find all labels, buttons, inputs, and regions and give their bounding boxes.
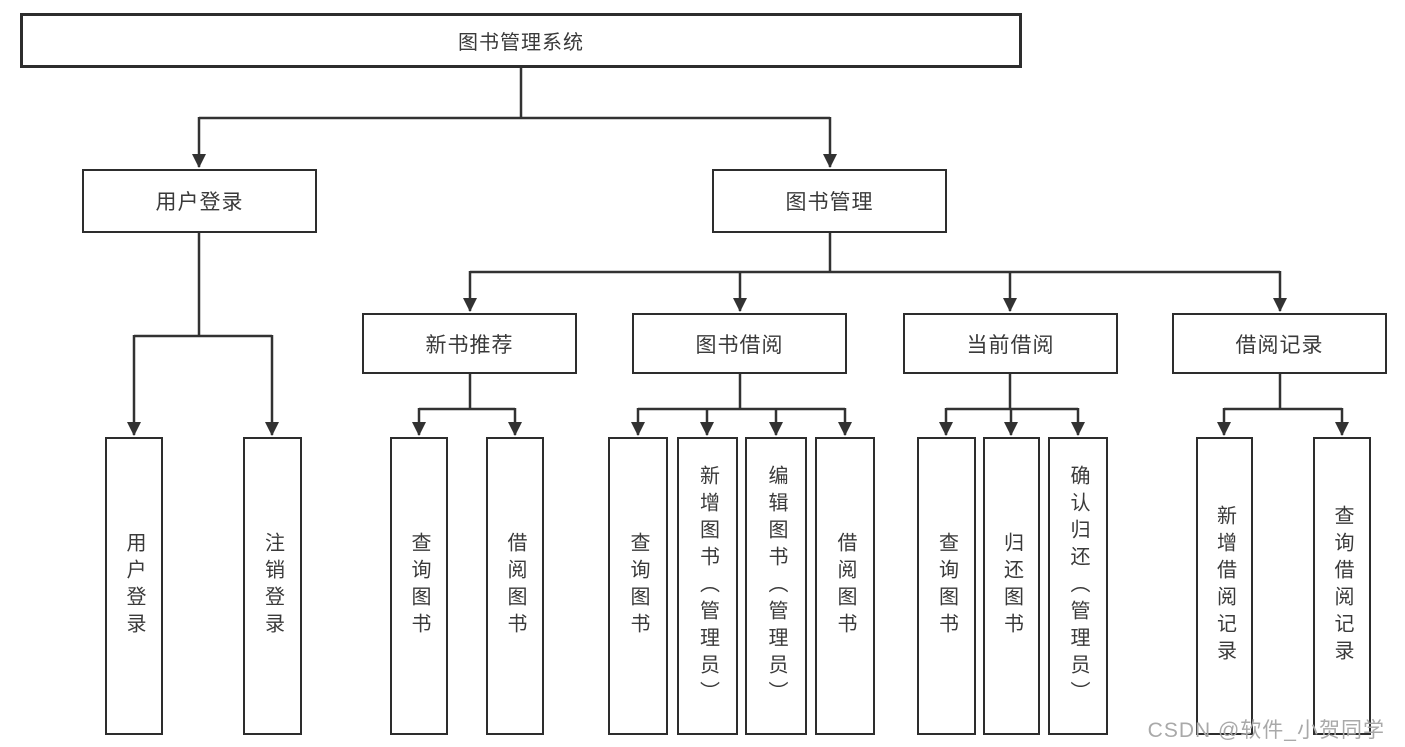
leaf-label: 新增借阅记录 xyxy=(1213,505,1236,667)
node-label: 当前借阅 xyxy=(966,333,1055,357)
leaf-br-add-record: 新增借阅记录 xyxy=(1196,437,1253,735)
leaf-rec-borrow-books: 借阅图书 xyxy=(486,437,544,735)
leaf-label: 查询图书 xyxy=(627,532,649,640)
leaf-bb-borrow-books: 借阅图书 xyxy=(815,437,875,735)
leaf-label: 注销登录 xyxy=(261,532,284,640)
node-book-management: 图书管理 xyxy=(712,169,947,233)
leaf-logout: 注销登录 xyxy=(243,437,302,735)
leaf-cb-return-books: 归还图书 xyxy=(983,437,1040,735)
node-current-borrow: 当前借阅 xyxy=(903,313,1118,374)
leaf-label: 查询图书 xyxy=(408,532,430,640)
node-label: 图书借阅 xyxy=(695,333,784,357)
leaf-cb-confirm-return-admin: 确认归还（管理员） xyxy=(1048,437,1108,735)
leaf-label: 借阅图书 xyxy=(504,532,526,640)
leaf-label: 用户登录 xyxy=(123,532,145,640)
node-label: 用户登录 xyxy=(155,191,244,214)
node-label: 图书管理 xyxy=(785,191,874,214)
leaf-label: 确认归还（管理员） xyxy=(1067,464,1089,708)
leaf-bb-add-books-admin: 新增图书（管理员） xyxy=(677,437,738,735)
node-label: 借阅记录 xyxy=(1235,333,1324,357)
leaf-br-query-record: 查询借阅记录 xyxy=(1313,437,1371,735)
leaf-rec-query-books: 查询图书 xyxy=(390,437,448,735)
node-library-management-system: 图书管理系统 xyxy=(20,13,1022,68)
csdn-watermark: CSDN @软件_小贺同学 xyxy=(1147,719,1385,742)
node-book-borrow: 图书借阅 xyxy=(632,313,847,374)
leaf-label: 查询图书 xyxy=(935,532,958,640)
leaf-bb-query-books: 查询图书 xyxy=(608,437,668,735)
node-new-book-recommend: 新书推荐 xyxy=(362,313,577,374)
leaf-label: 查询借阅记录 xyxy=(1331,505,1353,667)
node-user-login: 用户登录 xyxy=(82,169,317,233)
leaf-label: 归还图书 xyxy=(1000,532,1023,640)
node-borrow-record: 借阅记录 xyxy=(1172,313,1387,374)
leaf-bb-edit-books-admin: 编辑图书（管理员） xyxy=(745,437,807,735)
leaf-cb-query-books: 查询图书 xyxy=(917,437,976,735)
leaf-label: 新增图书（管理员） xyxy=(696,464,719,708)
node-label: 新书推荐 xyxy=(425,333,514,357)
node-label: 图书管理系统 xyxy=(458,32,584,54)
leaf-label: 借阅图书 xyxy=(834,532,856,640)
leaf-user-login: 用户登录 xyxy=(105,437,163,735)
leaf-label: 编辑图书（管理员） xyxy=(765,464,787,708)
